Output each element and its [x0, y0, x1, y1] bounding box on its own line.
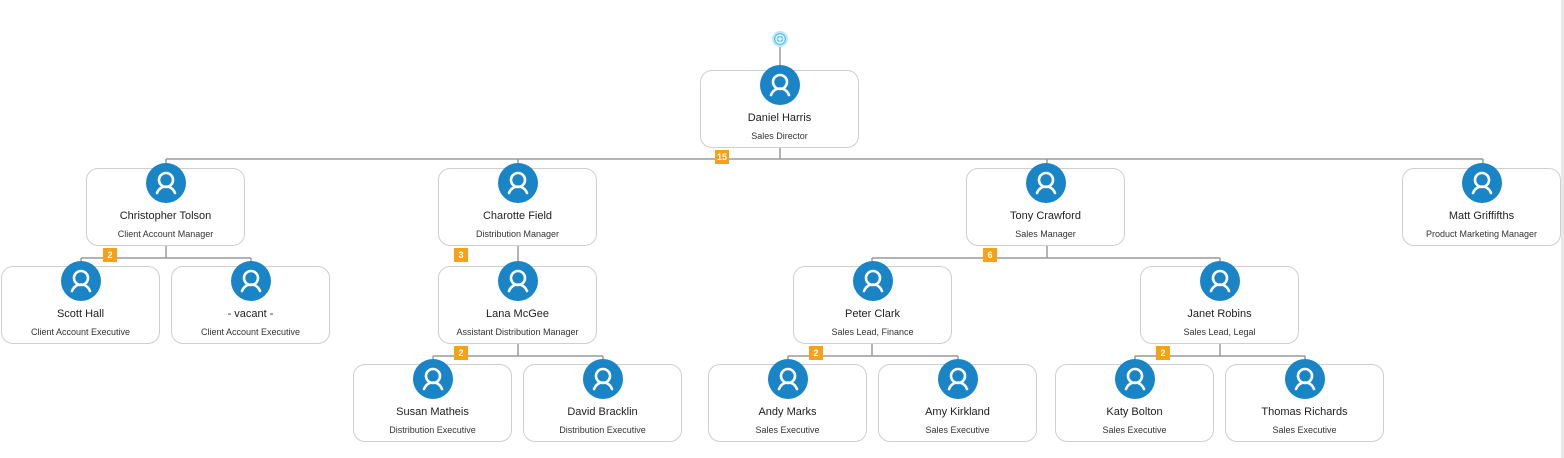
person-search-icon — [422, 367, 444, 391]
person-search-icon — [592, 367, 614, 391]
node-title: Sales Executive — [925, 425, 990, 435]
node-name: - vacant - — [227, 308, 274, 320]
node-card-susan-matheis[interactable]: Susan Matheis Distribution Executive — [353, 359, 512, 442]
node-card-charotte-field[interactable]: Charotte Field Distribution Manager — [438, 163, 597, 246]
node-title: Client Account Manager — [117, 229, 214, 239]
person-search-icon — [507, 171, 529, 195]
expand-up-button[interactable] — [772, 31, 788, 47]
node-card-christopher-tolson[interactable]: Christopher Tolson Client Account Manage… — [86, 163, 245, 246]
person-avatar-icon — [413, 359, 453, 399]
subordinate-count-badge[interactable]: 3 — [454, 248, 468, 262]
subordinate-count-badge[interactable]: 2 — [454, 346, 468, 360]
scrollbar-edge[interactable] — [1561, 0, 1564, 458]
person-search-icon — [1124, 367, 1146, 391]
person-avatar-icon — [768, 359, 808, 399]
node-card-lana-mcgee[interactable]: Lana McGee Assistant Distribution Manage… — [438, 261, 597, 344]
person-search-icon — [947, 367, 969, 391]
node-title: Product Marketing Manager — [1425, 229, 1538, 239]
node-card-janet-robins[interactable]: Janet Robins Sales Lead, Legal — [1140, 261, 1299, 344]
person-avatar-icon — [1200, 261, 1240, 301]
person-search-icon — [240, 269, 262, 293]
node-title: Distribution Manager — [475, 229, 560, 239]
node-card-daniel-harris[interactable]: Daniel Harris Sales Director — [700, 65, 859, 148]
person-avatar-icon — [61, 261, 101, 301]
node-title: Sales Director — [751, 131, 808, 141]
node-name: Peter Clark — [844, 308, 901, 320]
node-name: Susan Matheis — [396, 406, 469, 418]
node-title: Assistant Distribution Manager — [456, 327, 579, 337]
node-title: Sales Lead, Legal — [1183, 327, 1256, 337]
person-avatar-icon — [1285, 359, 1325, 399]
node-title: Sales Executive — [1272, 425, 1337, 435]
person-avatar-icon — [583, 359, 623, 399]
node-card-matt-griffifths[interactable]: Matt Griffifths Product Marketing Manage… — [1402, 163, 1561, 246]
node-card-thomas-richards[interactable]: Thomas Richards Sales Executive — [1225, 359, 1384, 442]
node-card-vacant[interactable]: - vacant - Client Account Executive — [171, 261, 330, 344]
node-name: Amy Kirkland — [925, 406, 990, 418]
person-avatar-icon — [498, 163, 538, 203]
person-avatar-icon — [1026, 163, 1066, 203]
node-title: Sales Manager — [1015, 229, 1076, 239]
node-name: Katy Bolton — [1106, 406, 1163, 418]
node-title: Distribution Executive — [389, 425, 476, 435]
subordinate-count-badge[interactable]: 2 — [1156, 346, 1170, 360]
node-card-amy-kirkland[interactable]: Amy Kirkland Sales Executive — [878, 359, 1037, 442]
node-card-andy-marks[interactable]: Andy Marks Sales Executive — [708, 359, 867, 442]
person-search-icon — [1209, 269, 1231, 293]
node-title: Sales Executive — [755, 425, 820, 435]
person-search-icon — [862, 269, 884, 293]
node-card-david-bracklin[interactable]: David Bracklin Distribution Executive — [523, 359, 682, 442]
node-name: Matt Griffifths — [1448, 210, 1515, 222]
node-card-tony-crawford[interactable]: Tony Crawford Sales Manager — [966, 163, 1125, 246]
node-name: Christopher Tolson — [119, 210, 212, 222]
node-name: Tony Crawford — [1010, 210, 1081, 222]
subordinate-count-badge[interactable]: 2 — [809, 346, 823, 360]
node-title: Distribution Executive — [559, 425, 646, 435]
node-title: Client Account Executive — [200, 327, 301, 337]
node-title: Client Account Executive — [30, 327, 131, 337]
person-search-icon — [507, 269, 529, 293]
subordinate-count-badge[interactable]: 2 — [103, 248, 117, 262]
person-avatar-icon — [1115, 359, 1155, 399]
person-avatar-icon — [231, 261, 271, 301]
node-name: Janet Robins — [1187, 308, 1252, 320]
node-name: Daniel Harris — [747, 112, 812, 124]
subordinate-count-badge[interactable]: 6 — [983, 248, 997, 262]
person-avatar-icon — [146, 163, 186, 203]
person-avatar-icon — [938, 359, 978, 399]
node-card-peter-clark[interactable]: Peter Clark Sales Lead, Finance — [793, 261, 952, 344]
node-card-scott-hall[interactable]: Scott Hall Client Account Executive — [1, 261, 160, 344]
node-name: Charotte Field — [482, 210, 553, 222]
person-avatar-icon — [1462, 163, 1502, 203]
node-title: Sales Executive — [1102, 425, 1167, 435]
expand-up-icon — [775, 34, 785, 44]
person-avatar-icon — [498, 261, 538, 301]
node-title: Sales Lead, Finance — [831, 327, 914, 337]
person-search-icon — [1294, 367, 1316, 391]
node-name: David Bracklin — [567, 406, 638, 418]
person-search-icon — [155, 171, 177, 195]
person-search-icon — [777, 367, 799, 391]
person-search-icon — [769, 73, 791, 97]
person-avatar-icon — [760, 65, 800, 105]
person-avatar-icon — [853, 261, 893, 301]
subordinate-count-badge[interactable]: 15 — [715, 150, 730, 164]
node-name: Scott Hall — [56, 308, 105, 320]
node-card-katy-bolton[interactable]: Katy Bolton Sales Executive — [1055, 359, 1214, 442]
node-name: Andy Marks — [758, 406, 817, 418]
person-search-icon — [1471, 171, 1493, 195]
person-search-icon — [70, 269, 92, 293]
node-name: Thomas Richards — [1261, 406, 1348, 418]
person-search-icon — [1035, 171, 1057, 195]
node-name: Lana McGee — [486, 308, 549, 320]
